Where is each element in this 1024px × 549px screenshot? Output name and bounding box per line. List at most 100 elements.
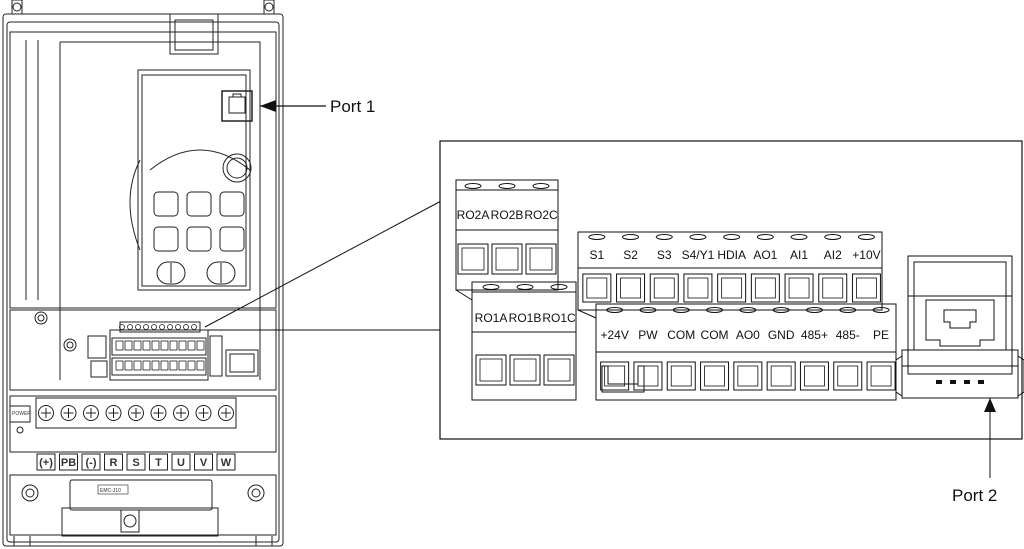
power-terminal-label: (-)	[86, 457, 97, 469]
board-terminal	[151, 360, 160, 371]
board-terminal	[133, 360, 142, 371]
port2-pin	[950, 380, 956, 384]
relay-lower-screw	[550, 284, 568, 290]
power-screw-slot	[63, 408, 74, 418]
control-lower-screw	[805, 307, 823, 313]
control-upper-cell-inner	[721, 277, 743, 299]
control-upper-label: +10V	[852, 248, 880, 262]
control-lower-cell-inner	[604, 365, 626, 387]
power-terminal-label: (+)	[39, 457, 53, 469]
port1-callout	[260, 100, 326, 112]
control-upper-cell-inner	[822, 277, 844, 299]
power-screw	[195, 405, 212, 421]
control-upper-label: AI1	[790, 248, 808, 262]
control-upper-screw	[588, 234, 606, 240]
keypad	[129, 69, 252, 291]
control-upper-cell	[582, 273, 612, 303]
control-lower-label: PW	[638, 328, 658, 342]
port2-pin	[936, 380, 942, 384]
control-lower-cell	[866, 361, 896, 391]
control-upper-cell	[784, 273, 814, 303]
power-terminal-box	[59, 453, 78, 471]
power-screw-slot	[198, 408, 209, 418]
control-lower-cell	[799, 361, 829, 391]
board-terminal	[187, 360, 196, 371]
control-upper-screw	[723, 234, 741, 240]
control-lower-screw	[706, 307, 724, 313]
port2-connector	[895, 255, 1024, 399]
control-lower-cell	[666, 361, 696, 391]
control-upper-screw	[790, 234, 808, 240]
control-upper-label: S3	[657, 248, 672, 262]
control-upper-cell-inner	[653, 277, 675, 299]
control-upper-label: AI2	[824, 248, 842, 262]
power-terminal-label: V	[200, 457, 208, 469]
power-terminal-box	[149, 453, 168, 471]
board-terminal	[169, 360, 178, 371]
relay-lower-cell-inner	[479, 358, 503, 382]
board-terminal	[196, 360, 205, 371]
power-terminal-label: W	[221, 457, 232, 469]
control-lower-cell	[600, 361, 630, 391]
power-terminal-label: S	[132, 457, 139, 469]
board-terminal	[160, 340, 169, 351]
control-lower-cell-inner	[870, 365, 892, 387]
power-screw	[60, 405, 77, 421]
control-lower-screw	[639, 307, 657, 313]
relay-upper-screw	[464, 183, 482, 189]
board-terminal	[151, 340, 160, 351]
power-label: POWER	[12, 411, 31, 417]
relay-lower-cell	[543, 354, 575, 386]
board-terminal	[178, 340, 187, 351]
relay-lower-label: RO1B	[509, 311, 542, 325]
control-lower-cell-inner	[670, 365, 692, 387]
emc-tag	[97, 484, 129, 495]
power-terminal-strip	[9, 395, 277, 453]
drive-terminal-detail	[115, 324, 205, 371]
control-lower-screw	[606, 307, 624, 313]
relay-lower-cell	[509, 354, 541, 386]
control-upper-screw	[857, 234, 875, 240]
control-lower-label: COM	[701, 328, 729, 342]
board-screw	[119, 324, 125, 330]
control-terminal-block	[577, 231, 897, 401]
control-lower-cell	[766, 361, 796, 391]
board-screw	[159, 324, 165, 330]
control-lower-label: GND	[768, 328, 795, 342]
relay-upper-cell	[525, 243, 557, 275]
power-screw	[83, 405, 99, 421]
control-lower-screw	[739, 307, 757, 313]
board-terminal	[142, 360, 151, 371]
power-screw-slot	[108, 408, 119, 418]
board-screw	[143, 324, 149, 330]
power-screw-slot	[176, 408, 186, 418]
power-terminal-label: T	[155, 457, 162, 469]
board-terminal	[187, 340, 196, 351]
port2-pin	[964, 380, 970, 384]
board-screw	[167, 324, 173, 330]
relay-lower-cell-inner	[513, 358, 537, 382]
board-screw	[135, 324, 141, 330]
control-lower-screw	[772, 307, 790, 313]
control-upper-screw	[655, 234, 673, 240]
control-lower-cell-inner	[704, 365, 725, 387]
plug-icon	[601, 365, 645, 393]
control-lower-label: COM	[667, 328, 695, 342]
control-upper-screw	[689, 234, 707, 240]
control-upper-cell-inner	[586, 277, 608, 299]
board-screw	[183, 324, 189, 330]
control-upper-cell-inner	[754, 277, 776, 299]
relay-upper-cell-inner	[529, 247, 553, 271]
control-lower-label: 485-	[836, 328, 860, 342]
power-screw-slot	[131, 408, 141, 418]
control-lower-cell	[733, 361, 763, 391]
control-lower-label: AO0	[736, 328, 760, 342]
power-screw-slot	[41, 408, 51, 418]
power-screw-slot	[221, 408, 231, 418]
control-upper-cell-inner	[788, 277, 810, 299]
board-terminal	[124, 360, 133, 371]
relay-upper-label: RO2B	[491, 208, 524, 222]
